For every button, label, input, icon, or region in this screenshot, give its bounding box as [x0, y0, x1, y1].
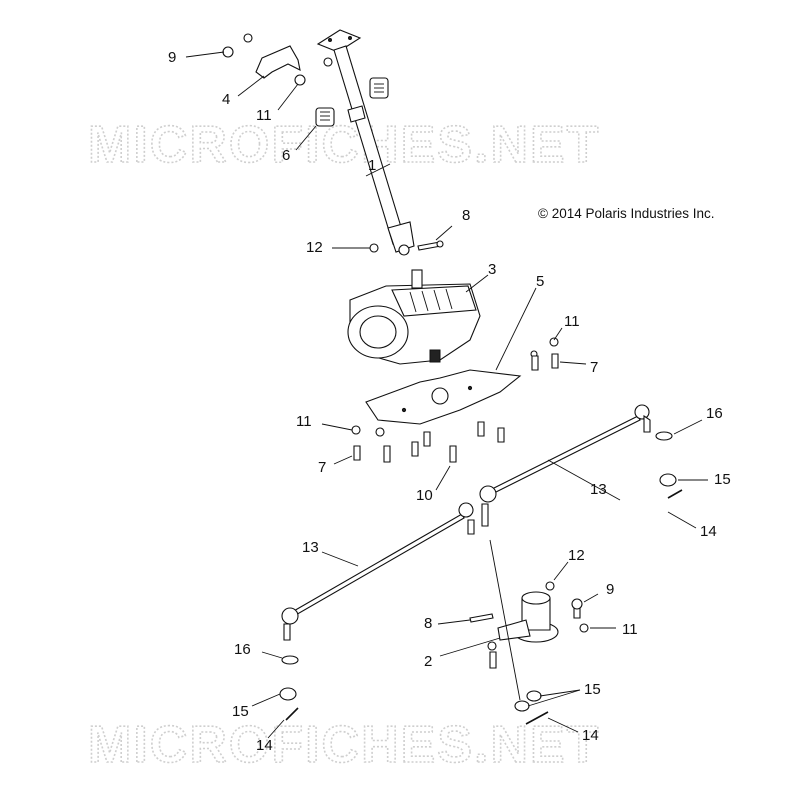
- callout-14: 14: [700, 523, 717, 540]
- callout-2: 2: [424, 653, 432, 670]
- callout-6: 6: [282, 147, 290, 164]
- castle-nut-center-a: [514, 700, 530, 712]
- callout-11: 11: [564, 313, 580, 330]
- castle-nut-right: [659, 473, 677, 487]
- callout-12: 12: [306, 239, 323, 256]
- copyright-text: © 2014 Polaris Industries Inc.: [538, 206, 715, 221]
- nut-12-bottom: [545, 581, 555, 591]
- castle-nut-center-b: [526, 690, 542, 702]
- callout-8: 8: [462, 207, 470, 224]
- bolt-top-9: [222, 46, 234, 58]
- tie-rod-left: [281, 502, 475, 641]
- cotter-pin-center: [525, 711, 549, 725]
- nut-11-bottom: [579, 623, 589, 633]
- callout-16: 16: [234, 641, 251, 658]
- tie-rod-right: [479, 404, 651, 527]
- bolt-8-bottom: [469, 613, 494, 623]
- cotter-pin-left: [285, 707, 299, 721]
- column-bracket: [255, 45, 301, 79]
- callout-8: 8: [424, 615, 432, 632]
- callout-11: 11: [296, 413, 312, 430]
- callout-14: 14: [256, 737, 273, 754]
- callout-16: 16: [706, 405, 723, 422]
- callout-14: 14: [582, 727, 599, 744]
- callout-15: 15: [232, 703, 249, 720]
- column-bushing-left: [315, 107, 335, 127]
- cotter-pin-right: [667, 489, 683, 499]
- column-bushing-right: [369, 77, 389, 99]
- callout-1: 1: [368, 157, 376, 174]
- bolt-top-small: [243, 33, 253, 43]
- washer-left: [281, 655, 299, 665]
- watermark-top: MICROFICHES.NET: [88, 116, 600, 174]
- steering-gear-unit: [347, 269, 481, 365]
- callout-11: 11: [256, 107, 272, 124]
- nut-12-top: [369, 243, 379, 253]
- callout-7: 7: [590, 359, 598, 376]
- steering-column: [316, 29, 415, 256]
- callout-13: 13: [590, 481, 607, 498]
- nut-top-11: [294, 74, 306, 86]
- callout-15: 15: [714, 471, 731, 488]
- callout-9: 9: [606, 581, 614, 598]
- callout-12: 12: [568, 547, 585, 564]
- watermark-bottom: MICROFICHES.NET: [88, 716, 600, 774]
- callout-7: 7: [318, 459, 326, 476]
- plate-fasteners: [351, 337, 559, 463]
- leader-lines: [185, 51, 708, 739]
- callout-3: 3: [488, 261, 496, 278]
- castle-nut-left: [279, 687, 297, 701]
- washer-right: [655, 431, 673, 441]
- callout-15: 15: [584, 681, 601, 698]
- callout-4: 4: [222, 91, 230, 108]
- callout-5: 5: [536, 273, 544, 290]
- callout-9: 9: [168, 49, 176, 66]
- steering-pivot: [497, 591, 559, 643]
- nut-top-right: [323, 57, 333, 67]
- callout-13: 13: [302, 539, 319, 556]
- callouts: 9 4 11 6 1 8 12 3 5 11 7 11 7 10 16 15 1…: [168, 49, 731, 754]
- callout-11: 11: [622, 621, 638, 638]
- callout-10: 10: [416, 487, 433, 504]
